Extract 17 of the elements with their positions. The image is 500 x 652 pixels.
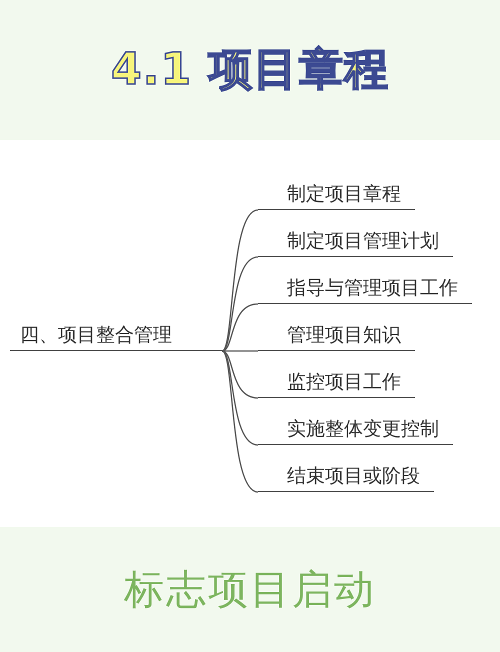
branch-line <box>222 209 258 352</box>
topic-node: 制定项目管理计划 <box>258 221 453 257</box>
topic-node: 实施整体变更控制 <box>258 409 453 445</box>
branch-line <box>222 350 258 493</box>
topic-node: 结束项目或阶段 <box>258 456 434 492</box>
caption-text: 标志项目启动 <box>124 566 376 614</box>
topic-node: 管理项目知识 <box>258 315 415 351</box>
branch-line <box>222 303 258 352</box>
branch-line <box>222 256 258 352</box>
branch-line <box>222 350 258 352</box>
topic-node: 指导与管理项目工作 <box>258 268 472 304</box>
branch-line <box>222 350 258 446</box>
branch-line <box>222 350 258 399</box>
topic-node: 监控项目工作 <box>258 362 415 398</box>
topic-node: 制定项目章程 <box>258 174 415 210</box>
title-heading: 4.1 项目章程 <box>110 43 390 97</box>
topic-node: 四、项目整合管理 <box>10 315 222 351</box>
